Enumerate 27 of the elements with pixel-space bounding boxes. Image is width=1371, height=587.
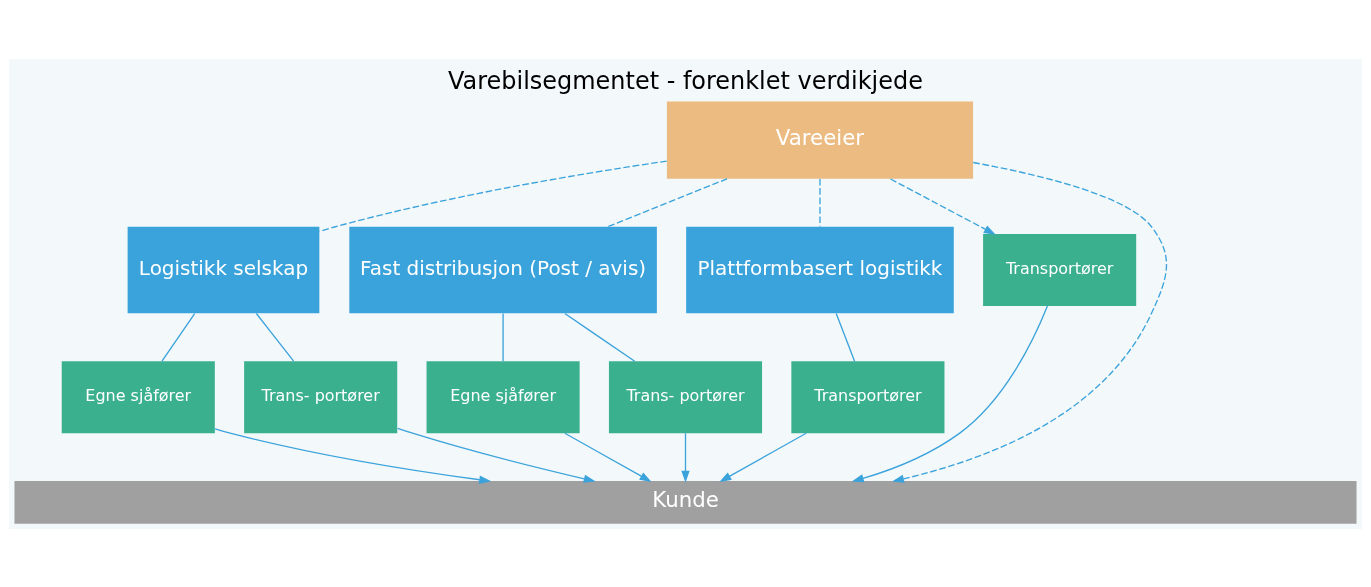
node-box: Fast distribusjon (Post / avis) [349, 226, 657, 313]
connector [161, 312, 196, 362]
arrow [719, 432, 807, 482]
node-box: Vareeier [666, 101, 974, 179]
arrow [397, 427, 596, 483]
connector [819, 177, 821, 227]
node-box: Transportører [791, 360, 945, 433]
arrow [564, 432, 652, 482]
arrow [681, 432, 690, 483]
connector [607, 177, 728, 227]
connector [835, 312, 856, 362]
arrow [214, 427, 492, 484]
diagram-title: Varebilsegmentet - forenklet verdikjede [448, 66, 923, 95]
arrow [892, 161, 1168, 483]
node-box: Logistikk selskap [127, 226, 320, 313]
connector [502, 312, 504, 362]
arrow [889, 177, 996, 235]
node-box: Transportører [983, 233, 1137, 306]
node-box: Trans- portører [608, 360, 763, 433]
connector [564, 312, 636, 362]
node-box: Plattformbasert logistikk [686, 226, 954, 313]
node-box: Kunde [14, 480, 1357, 524]
node-box: Egne sjåfører [426, 360, 580, 433]
node-box: Trans- portører [244, 360, 398, 433]
node-box: Egne sjåfører [61, 360, 215, 433]
connector [255, 312, 295, 362]
arrow [851, 304, 1049, 482]
